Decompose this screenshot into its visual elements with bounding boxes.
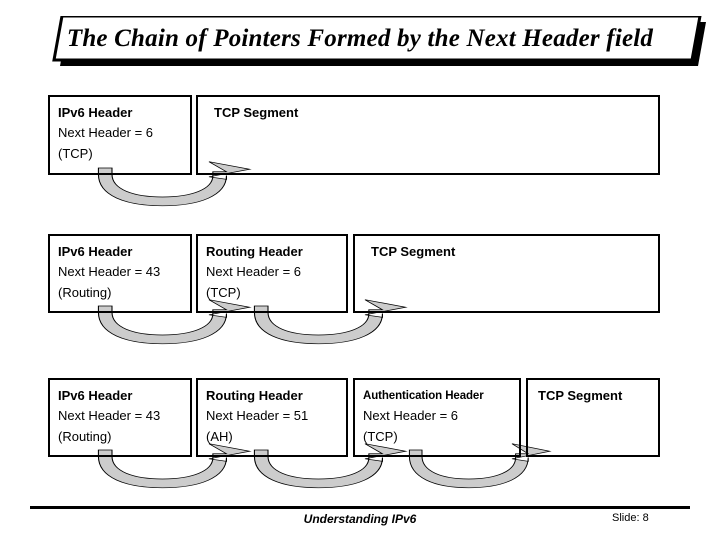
box-next-header: Next Header = 51	[206, 408, 309, 423]
box-next-header: Next Header = 43	[58, 408, 161, 423]
title-banner-shape	[52, 16, 706, 66]
box-next-header: Next Header = 43	[58, 264, 161, 279]
box-protocol: (Routing)	[58, 429, 112, 444]
box-protocol: (TCP)	[58, 146, 93, 161]
box-row3-ipv6-header: IPv6 Header Next Header = 43 (Routing)	[48, 378, 192, 457]
box-title: IPv6 Header	[58, 244, 133, 259]
box-protocol: (TCP)	[206, 285, 241, 300]
footer-divider	[30, 506, 690, 509]
footer-slide-number: Slide: 8	[612, 512, 649, 524]
box-row3-tcp-segment: TCP Segment	[526, 378, 660, 457]
box-title: TCP Segment	[371, 244, 456, 259]
box-row3-authentication-header: Authentication Header Next Header = 6 (T…	[353, 378, 521, 457]
box-row2-routing-header: Routing Header Next Header = 6 (TCP)	[196, 234, 348, 313]
box-title: Routing Header	[206, 244, 303, 259]
box-title: TCP Segment	[538, 388, 623, 403]
footer-book-title: Understanding IPv6	[303, 512, 417, 526]
box-next-header: Next Header = 6	[206, 264, 302, 279]
box-row3-routing-header: Routing Header Next Header = 51 (AH)	[196, 378, 348, 457]
box-protocol: (Routing)	[58, 285, 112, 300]
box-protocol: (TCP)	[363, 429, 398, 444]
box-title: Routing Header	[206, 388, 303, 403]
pointer-chain-diagram: IPv6 Header Next Header = 6 (TCP) TCP Se…	[48, 95, 660, 489]
box-row1-tcp-segment: TCP Segment	[196, 95, 660, 175]
box-protocol: (AH)	[206, 429, 233, 444]
box-row2-tcp-segment: TCP Segment	[353, 234, 660, 313]
box-row2-ipv6-header: IPv6 Header Next Header = 43 (Routing)	[48, 234, 192, 313]
box-next-header: Next Header = 6	[58, 125, 154, 140]
title-banner: The Chain of Pointers Formed by the Next…	[14, 16, 706, 66]
box-title: Authentication Header	[363, 390, 484, 402]
box-title: TCP Segment	[214, 105, 299, 120]
box-row1-ipv6-header: IPv6 Header Next Header = 6 (TCP)	[48, 95, 192, 175]
box-next-header: Next Header = 6	[363, 408, 459, 423]
box-title: IPv6 Header	[58, 105, 133, 120]
page-title: The Chain of Pointers Formed by the Next…	[66, 25, 654, 52]
box-title: IPv6 Header	[58, 388, 133, 403]
